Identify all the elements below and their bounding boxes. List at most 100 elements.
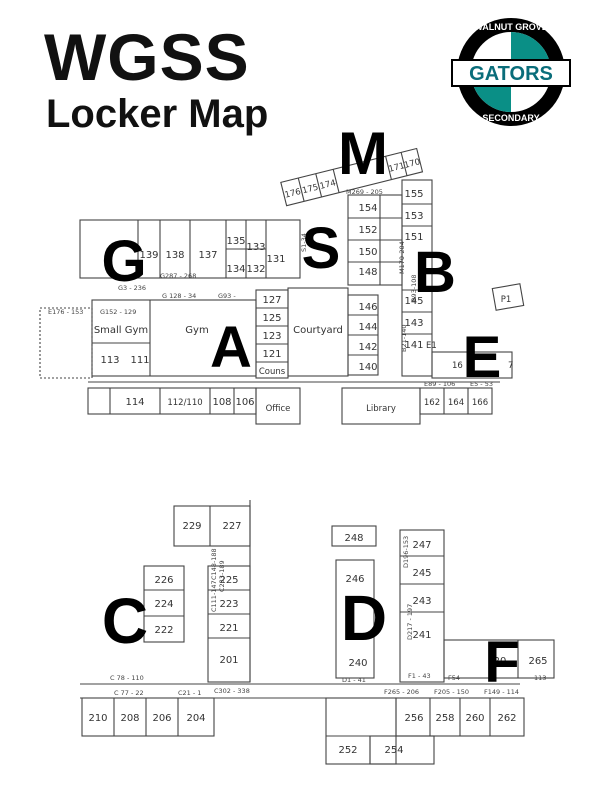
range-c111: C111-147 xyxy=(210,580,218,612)
range-d1: D1 - 41 xyxy=(342,676,366,684)
f-wing xyxy=(443,639,555,679)
room-150: 150 xyxy=(358,247,377,258)
room-229: 229 xyxy=(182,521,201,532)
zone-b: B xyxy=(414,240,456,305)
room-222: 222 xyxy=(154,625,173,636)
room-210: 210 xyxy=(88,713,107,724)
office-outline xyxy=(255,387,301,425)
room-248: 248 xyxy=(344,533,363,544)
room-library: Library xyxy=(366,404,396,414)
room-148: 148 xyxy=(358,267,377,278)
room-176: 176 xyxy=(284,187,302,201)
room-174: 174 xyxy=(319,178,337,192)
room-154: 154 xyxy=(358,203,377,214)
zone-f: F xyxy=(484,630,519,695)
room-135: 135 xyxy=(226,236,245,247)
room-106: 106 xyxy=(235,397,254,408)
room-114: 114 xyxy=(125,397,144,408)
logo-banner xyxy=(451,59,571,87)
room-162: 162 xyxy=(424,398,440,408)
room-7: 7 xyxy=(508,361,513,371)
room-112-110: 112/110 xyxy=(167,398,202,408)
room-247: 247 xyxy=(412,540,431,551)
range-b21: B21-140 xyxy=(400,325,408,352)
range-c302: C302 - 338 xyxy=(214,687,250,695)
zone-letters: M G S B A E C D F xyxy=(101,120,519,695)
room-121: 121 xyxy=(262,349,281,360)
range-e89: E89 - 106 xyxy=(424,380,455,388)
logo-center-text: GATORS xyxy=(469,63,553,85)
room-133: 133 xyxy=(246,242,265,253)
lower-floor-plan: 229 227 226 224 222 225 223 221 201 248 … xyxy=(80,500,555,765)
outdoor-area xyxy=(39,307,93,379)
rooms-200s-west xyxy=(81,697,215,737)
room-132: 132 xyxy=(246,264,265,275)
room-courtyard: Courtyard xyxy=(293,325,343,336)
room-164: 164 xyxy=(448,398,464,408)
room-206: 206 xyxy=(152,713,171,724)
room-138: 138 xyxy=(165,250,184,261)
page-subtitle: Locker Map xyxy=(46,92,269,136)
room-225: 225 xyxy=(219,575,238,586)
room-125: 125 xyxy=(262,313,281,324)
room-151: 151 xyxy=(404,232,423,243)
room-240: 240 xyxy=(348,658,367,669)
zone-d: D xyxy=(341,582,387,654)
room-153: 153 xyxy=(404,211,423,222)
range-g3: G3 - 236 xyxy=(118,284,146,292)
room-227: 227 xyxy=(222,521,241,532)
room-152: 152 xyxy=(358,225,377,236)
room-140: 140 xyxy=(358,362,377,373)
room-254: 254 xyxy=(384,745,403,756)
zone-g: G xyxy=(101,229,146,294)
room-204: 204 xyxy=(186,713,205,724)
m-wing-outline xyxy=(280,147,424,207)
zone-a: A xyxy=(210,315,252,380)
block-240s-west xyxy=(335,559,375,679)
range-c148: C148-188 xyxy=(210,548,218,580)
room-252: 252 xyxy=(338,745,357,756)
room-243: 243 xyxy=(412,596,431,607)
range-m170: M170-204 xyxy=(398,241,406,274)
room-143: 143 xyxy=(404,318,423,329)
room-256: 256 xyxy=(404,713,423,724)
range-f1: F1 - 43 xyxy=(408,672,431,680)
range-c233: C233-189 xyxy=(218,560,226,592)
range-b93: B93-108 xyxy=(410,275,418,302)
range-f149: F149 - 114 xyxy=(484,688,519,696)
portable-p1 xyxy=(491,283,525,311)
room-144: 144 xyxy=(358,322,377,333)
room-245: 245 xyxy=(412,568,431,579)
block-240s-east xyxy=(399,529,445,683)
zone-c: C xyxy=(102,585,148,657)
room-134: 134 xyxy=(226,264,245,275)
e-block xyxy=(431,351,513,379)
room-175: 175 xyxy=(301,183,319,197)
room-171: 171 xyxy=(388,161,406,175)
range-m269: M269 - 205 xyxy=(346,188,383,196)
room-145: 145 xyxy=(404,296,423,307)
room-166: 166 xyxy=(472,398,488,408)
room-221: 221 xyxy=(219,623,238,634)
room-e1: E1 xyxy=(426,341,437,351)
room-208: 208 xyxy=(120,713,139,724)
room-241: 241 xyxy=(412,630,431,641)
room-258: 258 xyxy=(435,713,454,724)
range-d196: D196-153 xyxy=(402,536,410,568)
room-108: 108 xyxy=(212,397,231,408)
range-g152: G152 - 129 xyxy=(100,308,136,316)
block-248 xyxy=(331,525,377,547)
room-201: 201 xyxy=(219,655,238,666)
room-113: 113 xyxy=(100,355,119,366)
room-170: 170 xyxy=(403,157,421,171)
range-s1: S1-34 xyxy=(300,233,308,252)
range-g287: G287 - 268 xyxy=(160,272,196,280)
page-title: WGSS xyxy=(44,20,250,94)
range-f265: F265 - 206 xyxy=(384,688,419,696)
room-gym: Gym xyxy=(185,325,208,336)
range-g128: G 128 - 34 xyxy=(162,292,196,300)
zone-e: E xyxy=(463,325,502,390)
range-f205: F205 - 150 xyxy=(434,688,469,696)
